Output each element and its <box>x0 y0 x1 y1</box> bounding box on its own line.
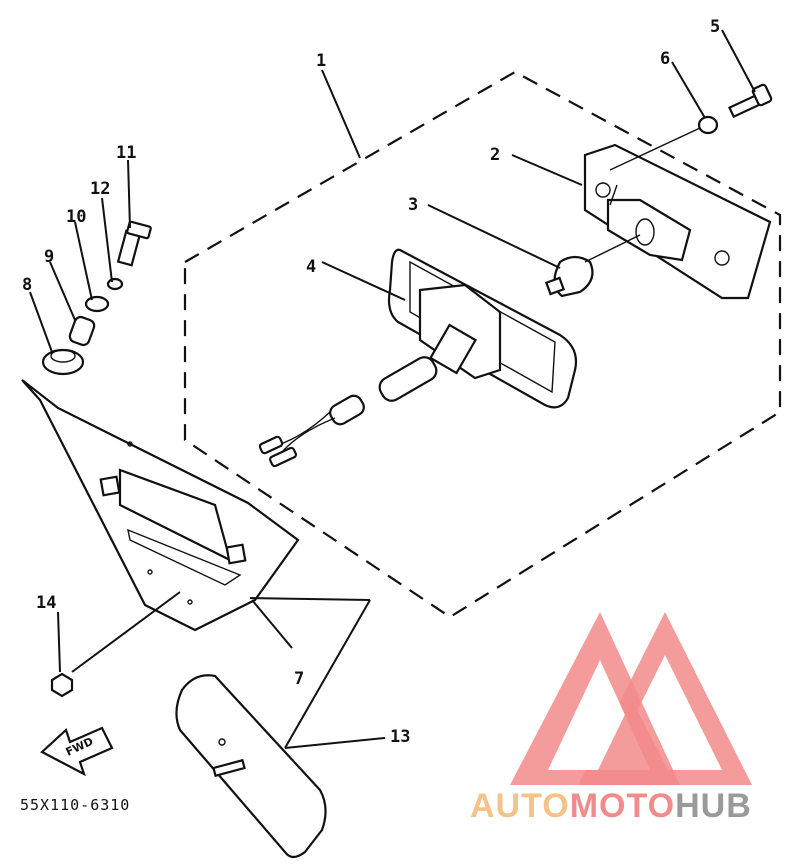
lamp-base-part <box>583 143 772 300</box>
callout-4: 4 <box>306 257 316 277</box>
reflector-part-13 <box>175 674 327 859</box>
callout-10: 10 <box>66 207 86 227</box>
watermark-auto: AUTO <box>470 787 570 825</box>
callout-11: 11 <box>116 143 136 163</box>
watermark-hub: HUB <box>675 787 752 825</box>
callout-2: 2 <box>490 145 500 165</box>
spring-washer-part-12 <box>106 277 124 291</box>
bracket-part-7 <box>21 379 300 632</box>
wire-harness-part <box>258 356 438 468</box>
callout-14: 14 <box>36 593 56 613</box>
assembly-boundary <box>183 70 782 619</box>
callout-12: 12 <box>90 179 110 199</box>
callout-9: 9 <box>44 247 54 267</box>
grommet-part-8 <box>41 348 85 376</box>
part-code: 55X110-6310 <box>20 796 130 814</box>
forward-arrow-icon: FWD <box>40 726 114 777</box>
watermark-moto: MOTO <box>570 787 675 825</box>
callout-6: 6 <box>660 49 670 69</box>
washer-part-6 <box>697 115 719 135</box>
callout-8: 8 <box>22 275 32 295</box>
nut-part-14 <box>50 672 74 698</box>
bolt-part-11 <box>116 220 152 267</box>
bulb-part <box>544 255 594 298</box>
callout-5: 5 <box>710 17 720 37</box>
callout-3: 3 <box>408 195 418 215</box>
watermark-text: AUTOMOTOHUB <box>470 787 752 825</box>
automotohub-logo-icon <box>510 612 752 785</box>
leader-lines <box>29 29 756 749</box>
callout-7: 7 <box>294 669 304 689</box>
lens-housing-part <box>387 248 578 409</box>
collar-part-9 <box>68 315 96 347</box>
washer-part-10 <box>84 295 110 313</box>
callout-13: 13 <box>390 727 410 747</box>
bolt-part-5 <box>728 83 773 119</box>
callout-1: 1 <box>316 51 326 71</box>
